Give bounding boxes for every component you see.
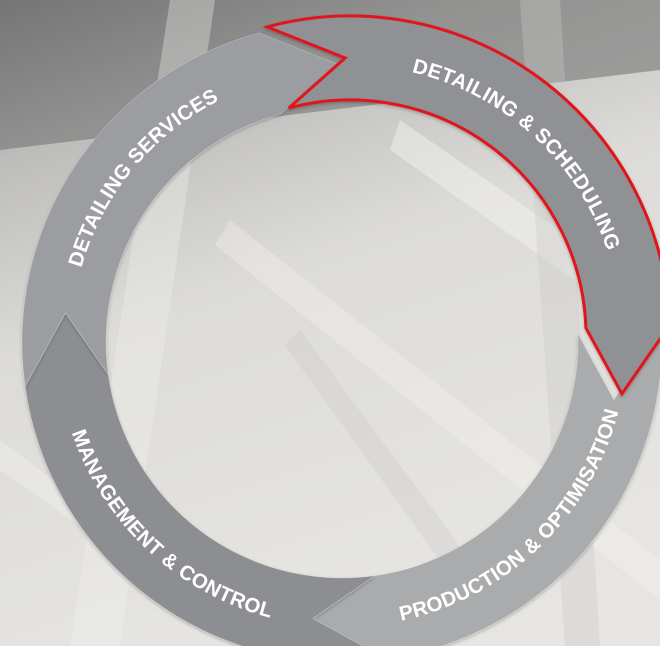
cycle-segments bbox=[21, 14, 660, 646]
segment-detailing-services bbox=[21, 32, 338, 388]
segment-detailing-scheduling bbox=[262, 14, 660, 397]
segment-production-optimisation bbox=[312, 332, 660, 646]
